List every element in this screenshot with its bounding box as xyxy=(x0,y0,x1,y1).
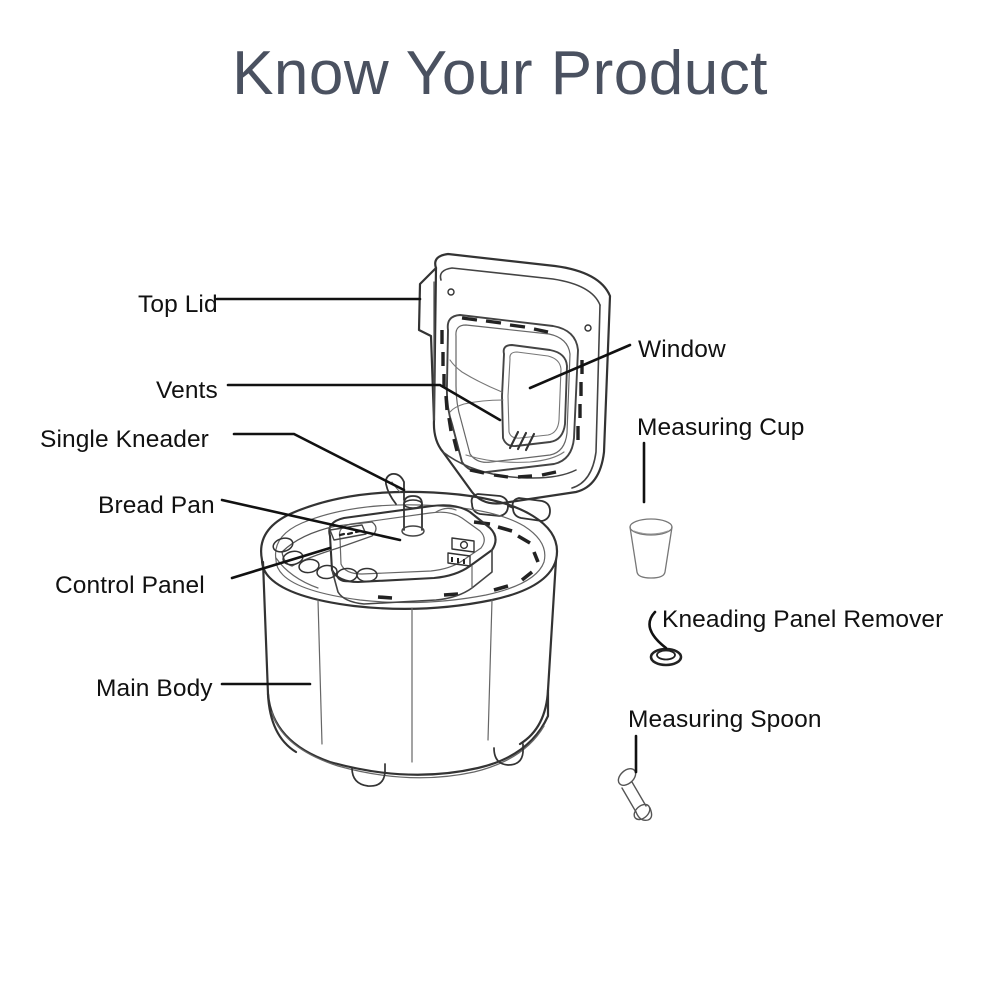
leader-single-kneader xyxy=(232,432,406,492)
bread-pan-part xyxy=(328,473,497,605)
label-single-kneader: Single Kneader xyxy=(40,426,209,453)
label-bread-pan: Bread Pan xyxy=(98,492,215,519)
label-measuring-cup: Measuring Cup xyxy=(637,414,805,441)
single-kneader xyxy=(384,473,425,537)
label-measuring-spoon: Measuring Spoon xyxy=(628,706,822,733)
lid-vent-slots-top xyxy=(461,316,549,334)
control-panel-buttons xyxy=(272,537,378,583)
body-vent-slots xyxy=(377,520,540,600)
leader-window xyxy=(528,343,632,390)
label-control-panel: Control Panel xyxy=(55,572,205,599)
label-top-lid: Top Lid xyxy=(138,291,218,318)
leader-control-panel xyxy=(230,546,332,580)
vents-marks xyxy=(508,430,536,452)
leader-vents xyxy=(226,383,502,422)
top-lid-part xyxy=(417,252,612,505)
kneading-panel-remover-part xyxy=(649,647,683,667)
lid-vent-slots-right xyxy=(576,360,584,440)
leader-bread-pan xyxy=(220,498,402,542)
callout-leader-lines xyxy=(215,297,668,774)
measuring-spoon-part xyxy=(617,768,653,822)
lid-vent-slots-bottom xyxy=(469,468,557,479)
lid-vent-slots-left xyxy=(440,330,459,452)
leader-kneading-panel-remover xyxy=(648,610,668,650)
main-body-part xyxy=(260,490,559,787)
label-kneading-panel-remover: Kneading Panel Remover xyxy=(662,606,944,633)
label-vents: Vents xyxy=(156,377,218,404)
body-badge xyxy=(447,537,475,567)
measuring-cup-part xyxy=(629,518,673,579)
lid-hinge xyxy=(470,493,551,522)
page-title: Know Your Product xyxy=(232,39,768,108)
bread-maker-drawing xyxy=(260,252,683,822)
label-main-body: Main Body xyxy=(96,675,213,702)
label-window: Window xyxy=(638,336,726,363)
lid-window xyxy=(501,344,568,448)
